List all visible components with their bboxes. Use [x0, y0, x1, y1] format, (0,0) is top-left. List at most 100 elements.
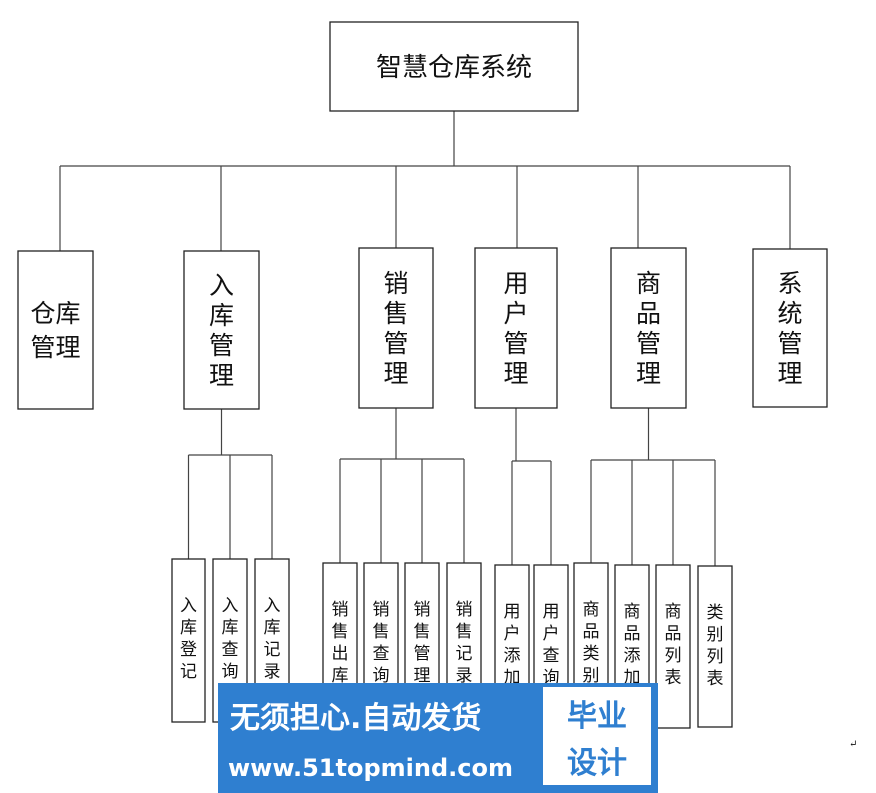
- leaf-label: 录: [456, 666, 473, 686]
- leaf-label: 记: [264, 640, 281, 660]
- module-label-system: 理: [777, 359, 802, 388]
- module-label-goods: 管: [636, 329, 661, 358]
- module-label-users: 管: [503, 329, 528, 358]
- leaf-label: 品: [624, 624, 641, 644]
- watermark-url: www.51topmind.com: [228, 754, 513, 782]
- leaf-label: 销: [332, 600, 349, 620]
- module-label-users: 理: [503, 359, 528, 388]
- watermark: 无须担心.自动发货 www.51topmind.com 毕业 设计: [218, 683, 658, 793]
- leaf-label: 查: [543, 646, 560, 666]
- module-box: [474, 247, 558, 409]
- module-label-sales: 管: [383, 329, 408, 358]
- leaf-label: 户: [504, 624, 521, 644]
- leaf-label: 录: [264, 662, 281, 682]
- root-box: [329, 21, 579, 112]
- leaf-label: 入: [264, 596, 281, 616]
- module-label-sales: 销: [383, 269, 408, 298]
- watermark-slogan: 无须担心.自动发货: [230, 701, 481, 736]
- watermark-badge-line2: 设计: [567, 746, 627, 781]
- leaf-label: 表: [665, 668, 682, 688]
- leaf-label: 库: [264, 618, 281, 638]
- leaf-label: 售: [414, 622, 431, 642]
- module-label-goods: 品: [636, 299, 661, 328]
- return-mark-icon: ↵: [849, 739, 857, 750]
- leaf-label: 品: [665, 624, 682, 644]
- leaf-label: 入: [180, 596, 197, 616]
- module-label-inbound: 入: [209, 271, 234, 300]
- leaf-label: 销: [373, 600, 390, 620]
- leaf-label: 管: [414, 644, 431, 664]
- module-box: [610, 247, 687, 409]
- leaf-label: 库: [332, 666, 349, 686]
- root-node: 智慧仓库系统: [329, 21, 579, 112]
- leaf-label: 品: [583, 622, 600, 642]
- module-label-system: 系: [777, 269, 802, 298]
- module-label-inbound: 库: [209, 301, 234, 330]
- module-label-inbound: 理: [209, 361, 234, 390]
- root-label: 智慧仓库系统: [376, 53, 532, 83]
- leaf-box: [697, 565, 733, 728]
- leaf-label: 查: [222, 640, 239, 660]
- leaf-label: 用: [543, 602, 560, 622]
- module-box: [752, 248, 828, 408]
- leaf-label: 类: [707, 603, 724, 623]
- watermark-badge-line1: 毕业: [567, 699, 627, 734]
- leaf-label: 别: [583, 666, 600, 686]
- leaf-label: 出: [332, 644, 349, 664]
- connector-lines: [59, 111, 791, 566]
- module-label-inbound: 管: [209, 331, 234, 360]
- module-label-users: 户: [503, 299, 528, 328]
- leaf-label: 库: [222, 618, 239, 638]
- leaf-label: 表: [707, 669, 724, 689]
- leaf-label: 商: [583, 600, 600, 620]
- module-label-goods: 理: [636, 359, 661, 388]
- leaf-label: 查: [373, 644, 390, 664]
- leaf-label: 售: [373, 622, 390, 642]
- leaf-label: 记: [180, 662, 197, 682]
- leaf-label: 添: [504, 646, 521, 666]
- module-box: [183, 250, 260, 410]
- module-label-system: 管: [777, 329, 802, 358]
- leaf-box: [655, 564, 691, 729]
- leaf-label: 户: [543, 624, 560, 644]
- module-label-users: 用: [503, 269, 528, 298]
- leaf-label: 类: [583, 644, 600, 664]
- module-box: [358, 247, 434, 409]
- leaf-label: 列: [665, 646, 682, 666]
- leaf-label: 商: [624, 602, 641, 622]
- leaf-label: 入: [222, 596, 239, 616]
- leaf-box: [171, 558, 206, 723]
- leaf-label: 别: [707, 625, 724, 645]
- leaf-label: 列: [707, 647, 724, 667]
- module-label-sales: 售: [383, 299, 408, 328]
- module-box: [17, 250, 94, 410]
- leaf-label: 登: [180, 640, 197, 660]
- leaf-label: 库: [180, 618, 197, 638]
- leaf-label: 商: [665, 602, 682, 622]
- module-label-system: 统: [777, 299, 802, 328]
- leaf-label: 销: [414, 600, 431, 620]
- leaf-label: 销: [456, 600, 473, 620]
- leaf-nodes: 入库登记入库查询入库记录销售出库销售查询销售管理销售记录用户添加用户查询商品类别…: [171, 558, 733, 729]
- leaf-label: 售: [332, 622, 349, 642]
- leaf-label: 售: [456, 622, 473, 642]
- leaf-label: 记: [456, 644, 473, 664]
- leaf-label: 询: [373, 666, 390, 686]
- leaf-label: 询: [222, 662, 239, 682]
- leaf-label: 添: [624, 646, 641, 666]
- watermark-badge: [543, 687, 651, 785]
- leaf-label: 理: [414, 666, 431, 686]
- module-label-goods: 商: [636, 269, 661, 298]
- leaf-label: 用: [504, 602, 521, 622]
